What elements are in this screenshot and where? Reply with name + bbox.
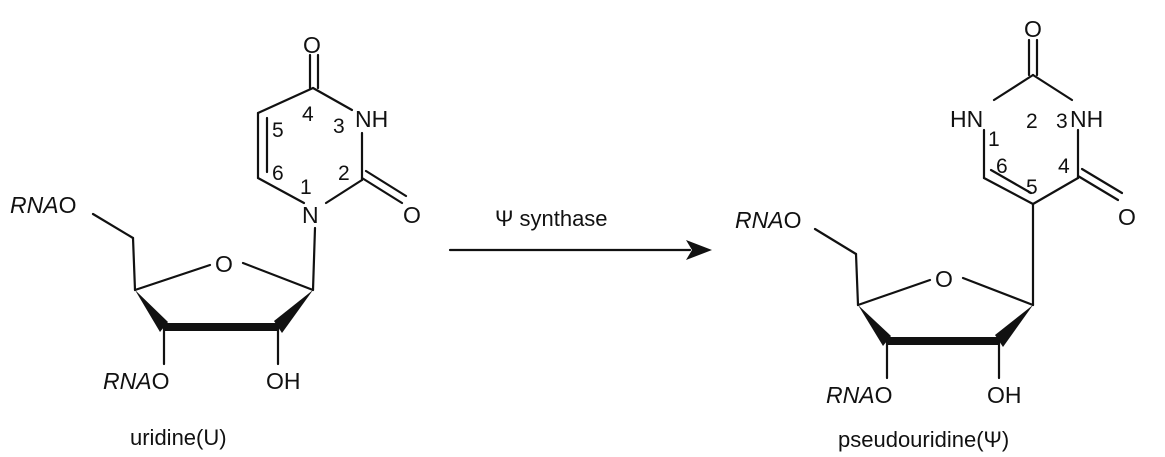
reaction-arrow: Ψ synthase	[448, 206, 712, 260]
pseudouridine-3prime-o: O	[875, 382, 893, 408]
bond-c5-c4	[256, 86, 315, 115]
bond-o4prime-c4prime	[856, 278, 932, 307]
wedge-c4prime-c3prime	[135, 290, 168, 332]
wedge-c4prime-c3prime	[858, 305, 891, 346]
bond-c5prime-o5prime	[91, 212, 135, 240]
arrow-head	[686, 240, 712, 260]
bond-c4prime-c5prime	[131, 236, 137, 292]
pseudouridine-5prime-rna: RNA	[735, 207, 784, 233]
bond-c4-o4-b	[1080, 167, 1124, 195]
uridine-num-6: 6	[272, 162, 284, 185]
bond-c5-c4	[1031, 176, 1080, 206]
uridine-n1-label: N	[302, 202, 319, 228]
uridine-3prime-rna: RNA	[103, 368, 152, 394]
uridine-n3h-label: NH	[355, 106, 388, 132]
uridine-o4-label: O	[303, 32, 321, 58]
uridine-oh-label: OH	[266, 368, 301, 394]
uridine-5prime-substituent: RNAO	[10, 192, 76, 218]
bond-c2-n1	[324, 178, 364, 205]
pseudouridine-ring-o-label: O	[935, 266, 953, 292]
bond-o4prime-c4prime	[133, 263, 212, 292]
bond-c2-o2-b	[364, 169, 408, 198]
uridine-num-4: 4	[302, 103, 314, 126]
reaction-label: Ψ synthase	[495, 206, 608, 231]
pseudouridine-5prime-substituent: RNAO	[735, 207, 801, 233]
pseudouridine-num-1: 1	[988, 128, 1000, 151]
pseudouridine-o2-label: O	[1024, 16, 1042, 42]
bond-c4prime-c5prime	[854, 252, 860, 307]
pseudouridine-3prime-rna: RNA	[826, 382, 875, 408]
pseudouridine-5prime-o: O	[784, 207, 802, 233]
pseudouridine-o4-label: O	[1118, 204, 1136, 230]
uridine-num-1: 1	[300, 176, 312, 199]
uridine-3prime-substituent: RNAO	[103, 368, 169, 394]
pseudouridine-num-2: 2	[1026, 110, 1038, 133]
wedge-c1prime-c2prime	[995, 305, 1033, 347]
bond-c4-o4-a	[1076, 174, 1120, 202]
bond-c5prime-o5prime	[813, 227, 858, 256]
pseudouridine-caption: pseudouridine(Ψ)	[838, 427, 1009, 452]
pseudouridine-num-4: 4	[1058, 155, 1070, 178]
uridine-o2-label: O	[403, 202, 421, 228]
bond-c1prime-o4prime	[241, 261, 315, 292]
bond-c2-o2-a	[360, 176, 404, 205]
pseudouridine-3prime-substituent: RNAO	[826, 382, 892, 408]
bond-n1-c1prime	[311, 226, 317, 292]
bond-c6-c5	[982, 176, 1035, 206]
pseudouridine-num-5: 5	[1026, 176, 1038, 199]
uridine-5prime-rna: RNA	[10, 192, 59, 218]
pseudouridine-oh-label: OH	[987, 382, 1022, 408]
uridine-5prime-o: O	[59, 192, 77, 218]
pseudouridine-hn1-label: HN	[950, 106, 983, 132]
uridine-3prime-o: O	[152, 368, 170, 394]
uridine-caption: uridine(U)	[130, 425, 227, 450]
bond-c2-n3	[1031, 73, 1074, 102]
bond-c1prime-o4prime	[961, 276, 1035, 307]
bond-c6-c5-double	[989, 168, 1033, 195]
uridine-num-3: 3	[333, 115, 345, 138]
uridine-num-5: 5	[272, 119, 284, 142]
bond-c2-n1	[992, 73, 1035, 102]
pseudouridine-num-6: 6	[996, 155, 1008, 178]
bond-c4-n3	[311, 86, 354, 112]
bond-n1-c6	[256, 176, 306, 205]
pseudouridine-num-3: 3	[1056, 110, 1068, 133]
pseudouridine-structure: O HN NH O O OH RNAO RNAO 1 2 3 6 4 5 pse…	[735, 16, 1136, 452]
uridine-ring-o-label: O	[215, 251, 233, 277]
uridine-structure: O NH N O O OH RNAO RNAO 4 3 5 2 6 1 urid…	[10, 32, 421, 450]
uridine-num-2: 2	[338, 162, 350, 185]
wedge-c1prime-c2prime	[274, 290, 313, 333]
pseudouridine-n3h-label: NH	[1070, 106, 1103, 132]
